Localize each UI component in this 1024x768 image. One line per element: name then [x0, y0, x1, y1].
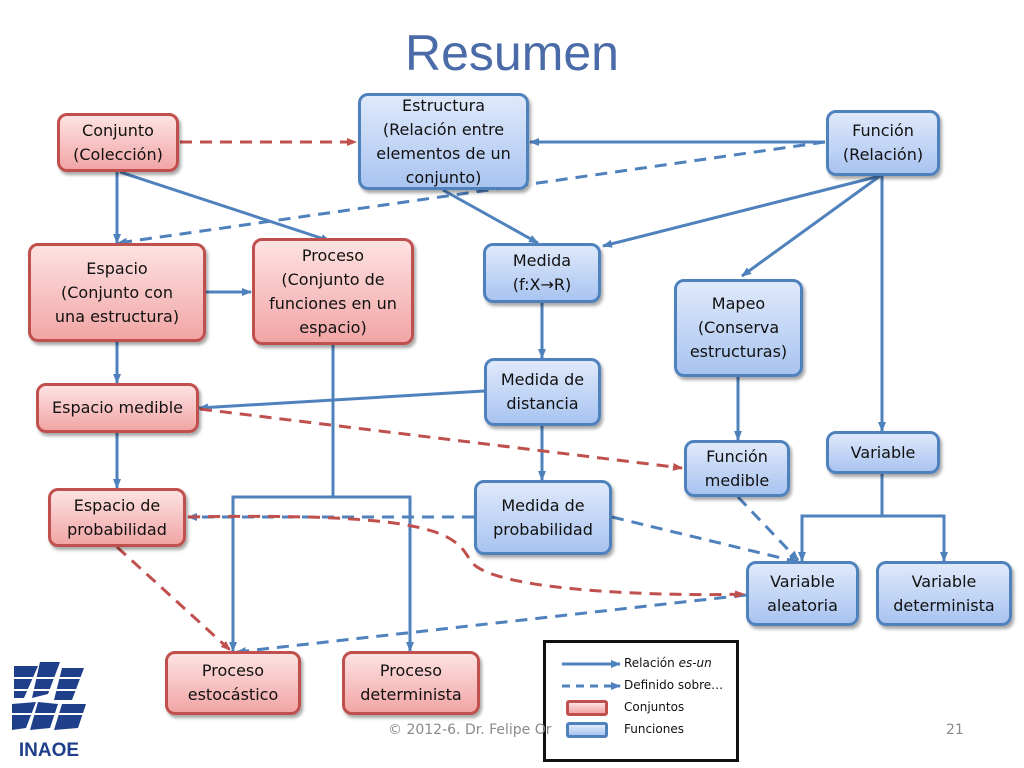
node-espacio-medible: Espacio medible	[36, 383, 199, 433]
link-proceso-determinista	[333, 495, 414, 652]
dash-espacioprob-estocastico	[115, 545, 232, 652]
dash-funcionmedible-aleatoria	[736, 495, 800, 562]
node-proceso-determinista: Proceso determinista	[342, 651, 480, 715]
legend-conjuntos-swatch	[566, 700, 608, 716]
footer-copyright: © 2012-6. Dr. Felipe Or	[388, 722, 552, 738]
node-variable-aleatoria: Variable aleatoria	[746, 561, 859, 626]
legend: Relación es-un Definido sobre… Conjuntos…	[543, 640, 739, 762]
node-proceso: Proceso (Conjunto de funciones en un esp…	[252, 238, 414, 345]
link-variable-aleatoria	[798, 474, 884, 562]
node-funcion: Función (Relación)	[826, 110, 940, 176]
link-funcion-medida	[602, 174, 881, 248]
link-proceso-estocastico	[229, 345, 335, 652]
legend-line-samples	[562, 660, 621, 690]
node-variable-determinista: Variable determinista	[876, 561, 1012, 626]
link-distancia-espaciomedible	[198, 389, 485, 412]
node-medida-distancia: Medida de distancia	[484, 358, 601, 426]
node-proceso-estocastico: Proceso estocástico	[165, 651, 301, 715]
link-estructura-medida	[442, 188, 539, 245]
node-espacio-probabilidad: Espacio de probabilidad	[48, 488, 186, 547]
logo-text: INAOE	[19, 740, 79, 761]
legend-definido-label: Definido sobre…	[624, 678, 724, 692]
node-espacio: Espacio (Conjunto con una estructura)	[28, 243, 206, 342]
legend-conjuntos-label: Conjuntos	[624, 700, 685, 714]
inaoe-logo: INAOE	[12, 662, 88, 761]
node-medida-probabilidad: Medida de probabilidad	[474, 480, 612, 555]
node-conjunto: Conjunto (Colección)	[57, 113, 179, 172]
node-funcion-medible: Función medible	[684, 440, 790, 497]
dash-espaciomedible-funcionmedible	[199, 407, 683, 471]
node-medida: Medida (f:X→R)	[483, 243, 601, 303]
slide-number: 21	[946, 722, 964, 738]
legend-relacion-label: Relación es-un	[624, 656, 712, 670]
link-conjunto-proceso	[119, 170, 331, 243]
node-variable: Variable	[826, 431, 940, 474]
node-mapeo: Mapeo (Conserva estructuras)	[674, 279, 803, 377]
node-estructura: Estructura (Relación entre elementos de …	[358, 93, 529, 190]
link-variable-determinista	[882, 514, 948, 562]
link-funcion-mapeo	[741, 174, 881, 278]
dash-medidaprob-aleatoria	[611, 515, 799, 564]
dash-aleatoria-estocastico	[236, 593, 747, 655]
legend-funciones-swatch	[566, 722, 608, 738]
legend-funciones-label: Funciones	[624, 722, 684, 736]
slide-title: Resumen	[405, 25, 619, 81]
